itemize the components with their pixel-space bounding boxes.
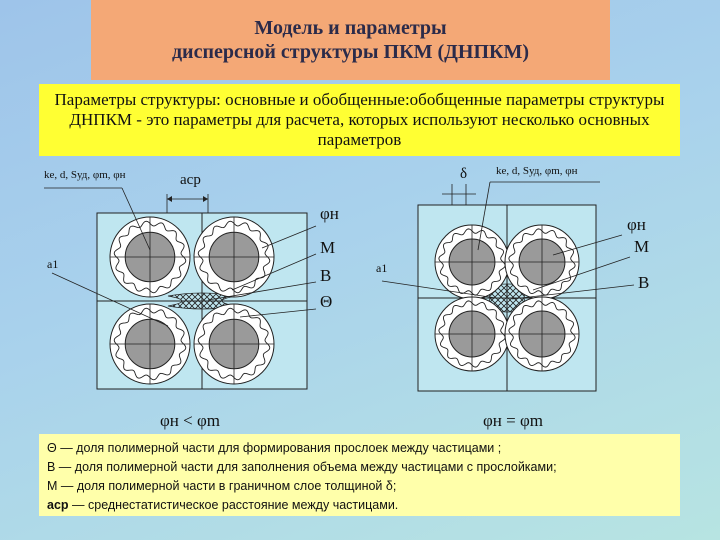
left-diagram	[96, 212, 308, 390]
left-particles	[109, 216, 275, 385]
left-params-label: ke, d, Sуд, φm, φн	[44, 169, 126, 181]
legend-acp-symbol: aср	[47, 498, 69, 512]
particle	[434, 296, 510, 372]
right-particles	[434, 224, 580, 372]
particle	[109, 303, 191, 385]
right-a1-label: a1	[376, 261, 387, 275]
left-b-label: В	[320, 266, 331, 285]
right-phi-label: φн	[627, 215, 646, 234]
title-line-1: Модель и параметры	[254, 17, 447, 39]
legend-theta: Θ — доля полимерной части для формирован…	[47, 441, 502, 455]
right-delta-label: δ	[460, 166, 467, 182]
left-acp-label: aср	[180, 172, 201, 188]
title-line-2: дисперсной структуры ПКМ (ДНПКМ)	[171, 41, 530, 63]
right-diagram	[417, 204, 597, 392]
particle	[109, 216, 191, 298]
right-m-label: М	[634, 237, 649, 256]
particle	[504, 296, 580, 372]
particle	[504, 224, 580, 300]
legend-box: Θ — доля полимерной части для формирован…	[39, 434, 680, 516]
slide-title: Модель и параметры дисперсной структуры …	[91, 0, 610, 80]
subtitle-text: Параметры структуры: основные и обобщенн…	[54, 90, 665, 149]
particle	[193, 216, 275, 298]
legend-m: М — доля полимерной части в граничном сл…	[47, 479, 397, 493]
right-params-label: ke, d, Sуд, φm, φн	[496, 165, 578, 177]
right-b-label: В	[638, 273, 649, 292]
particle	[434, 224, 510, 300]
subtitle-box: Параметры структуры: основные и обобщенн…	[39, 84, 680, 156]
legend-acp-text: — среднестатистическое расстояние между …	[68, 498, 399, 512]
left-a1-label: a1	[47, 257, 58, 271]
left-m-label: М	[320, 238, 335, 257]
legend-b: В — доля полимерной части для заполнения…	[47, 460, 557, 474]
particle	[193, 303, 275, 385]
left-phi-label: φн	[320, 204, 339, 223]
legend-acp: aср — среднестатистическое расстояние ме…	[47, 496, 672, 515]
left-caption: φн < φm	[160, 411, 220, 430]
left-theta-label: Θ	[320, 292, 332, 311]
right-caption: φн = φm	[483, 411, 543, 430]
